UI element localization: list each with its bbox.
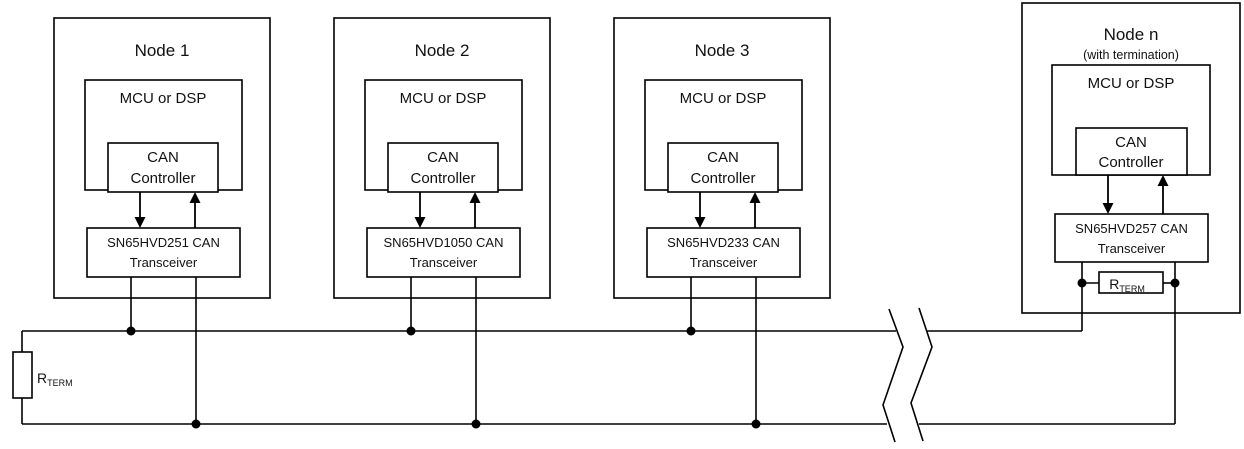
rterm-label: RTERM — [1109, 276, 1145, 294]
transceiver-box — [366, 227, 521, 278]
rterm-left-junction-dot — [1077, 278, 1087, 288]
node-n: Node n (with termination) MCU or DSP CAN… — [1021, 2, 1241, 424]
transceiver-label-line1: SN65HVD233 CAN — [667, 235, 780, 250]
rx-arrowhead-icon — [189, 192, 201, 203]
left-termination: RTERM — [12, 331, 73, 424]
transceiver-label-line2: Transceiver — [130, 255, 198, 270]
transceiver-label-line2: Transceiver — [410, 255, 478, 270]
rx-arrowhead-icon — [749, 192, 761, 203]
can-bus — [22, 307, 1175, 443]
left-rterm-resistor-box — [12, 351, 33, 399]
node-title: Node 1 — [135, 41, 190, 60]
tx-arrowhead-icon — [1102, 203, 1114, 214]
node-title: Node n — [1104, 25, 1159, 44]
transceiver-label-line2: Transceiver — [1098, 241, 1166, 256]
node-1: Node 1 MCU or DSP CAN Controller SN65HVD… — [53, 17, 271, 429]
tx-arrowhead-icon — [414, 217, 426, 228]
transceiver-box — [1054, 213, 1209, 263]
transceiver-box — [86, 227, 241, 278]
node-3: Node 3 MCU or DSP CAN Controller SN65HVD… — [613, 17, 831, 429]
transceiver-label-line1: SN65HVD251 CAN — [107, 235, 220, 250]
node-title: Node 2 — [415, 41, 470, 60]
can-controller-box — [107, 142, 219, 193]
rx-arrowhead-icon — [469, 192, 481, 203]
transceiver-label-line1: SN65HVD257 CAN — [1075, 221, 1188, 236]
mcu-label: MCU or DSP — [1088, 75, 1175, 92]
can-controller-label-line2: Controller — [130, 170, 195, 187]
left-rterm-label: RTERM — [37, 370, 73, 388]
can-controller-box — [667, 142, 779, 193]
can-controller-box — [387, 142, 499, 193]
can-controller-label-line1: CAN — [427, 149, 459, 166]
can-controller-label-line2: Controller — [690, 170, 755, 187]
can-controller-label-line2: Controller — [1098, 154, 1163, 171]
rterm-resistor-box — [1098, 271, 1164, 294]
mcu-label: MCU or DSP — [680, 90, 767, 107]
node-2: Node 2 MCU or DSP CAN Controller SN65HVD… — [333, 17, 551, 429]
can-controller-label-line1: CAN — [707, 149, 739, 166]
left-rterm-label-main: R — [37, 370, 47, 386]
tx-arrowhead-icon — [134, 217, 146, 228]
bus-break-mark-left — [882, 308, 904, 443]
can-controller-label-line1: CAN — [1115, 134, 1147, 151]
transceiver-box — [646, 227, 801, 278]
can-controller-box — [1075, 127, 1188, 176]
transceiver-label-line1: SN65HVD1050 CAN — [384, 235, 504, 250]
node-title: Node 3 — [695, 41, 750, 60]
bus-break-mark-right — [910, 307, 933, 442]
rterm-right-junction-dot — [1170, 278, 1180, 288]
can-controller-label-line2: Controller — [410, 170, 475, 187]
rterm-label-main: R — [1109, 276, 1119, 292]
rx-arrowhead-icon — [1157, 175, 1169, 186]
node-subtitle: (with termination) — [1083, 48, 1179, 62]
mcu-label: MCU or DSP — [400, 90, 487, 107]
rterm-label-sub: TERM — [1119, 284, 1145, 294]
can-controller-label-line1: CAN — [147, 149, 179, 166]
tx-arrowhead-icon — [694, 217, 706, 228]
left-rterm-label-sub: TERM — [47, 378, 73, 388]
mcu-label: MCU or DSP — [120, 90, 207, 107]
transceiver-label-line2: Transceiver — [690, 255, 758, 270]
